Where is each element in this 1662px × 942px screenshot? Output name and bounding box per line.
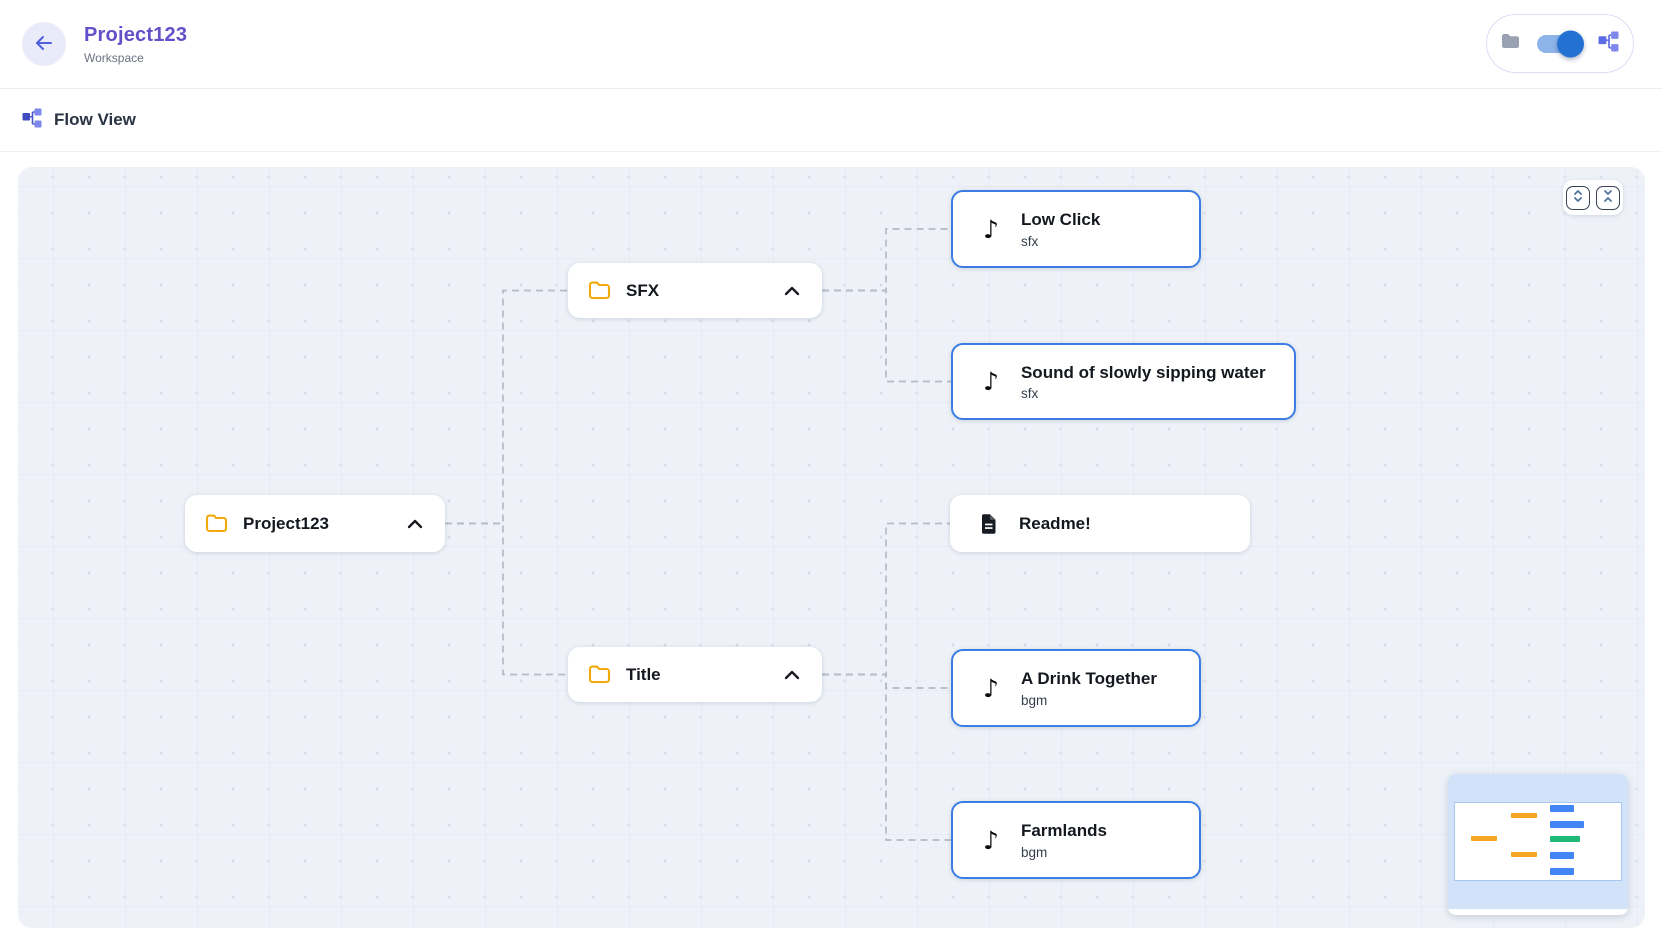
edge-title-to-farmlands xyxy=(822,673,951,841)
node-farmlands[interactable]: ♪ Farmlands bgm xyxy=(951,801,1201,879)
minimap-bar-sfx xyxy=(1511,813,1537,818)
minimap-bar-farmlands xyxy=(1550,868,1574,875)
minimap-bar-readme xyxy=(1550,836,1580,842)
page-subtitle: Workspace xyxy=(84,50,144,65)
node-project123[interactable]: Project123 xyxy=(185,495,445,552)
edge-project123-to-sfx xyxy=(445,289,568,525)
node-sublabel: sfx xyxy=(1020,233,1039,249)
folder-icon xyxy=(1501,33,1520,54)
view-mode-toggle-group xyxy=(1486,14,1634,73)
chevron-up-icon[interactable] xyxy=(784,670,800,680)
node-a-drink-together[interactable]: ♪ A Drink Together bgm xyxy=(951,649,1201,727)
music-note-icon: ♪ xyxy=(983,673,999,703)
node-sublabel: sfx xyxy=(1020,386,1039,402)
view-title: Flow View xyxy=(54,110,136,129)
view-mode-switch[interactable] xyxy=(1537,30,1584,57)
flow-icon xyxy=(1598,31,1619,57)
arrow-left-icon xyxy=(33,32,55,57)
switch-knob xyxy=(1557,30,1584,57)
minimap-bar-sound-of-slowly-sipping-water xyxy=(1550,821,1584,828)
back-button[interactable] xyxy=(22,22,66,66)
node-label: A Drink Together xyxy=(1020,669,1157,689)
folder-icon xyxy=(588,665,611,684)
app-header: Project123 Workspace xyxy=(0,0,1662,89)
chevron-up-icon[interactable] xyxy=(784,286,800,296)
node-readme[interactable]: Readme! xyxy=(950,495,1250,552)
expand-all-button[interactable] xyxy=(1566,185,1590,210)
music-note-icon: ♪ xyxy=(983,825,999,855)
node-label: Sound of slowly sipping water xyxy=(1020,362,1266,382)
node-label: Low Click xyxy=(1020,210,1101,230)
flow-icon xyxy=(22,108,42,133)
fold-icon xyxy=(1601,189,1615,206)
minimap-bar-low-click xyxy=(1550,805,1574,812)
minimap-viewport xyxy=(1454,802,1622,881)
edge-sfx-to-sound-of-slowly-sipping-water xyxy=(822,289,951,383)
flow-controls xyxy=(1563,180,1623,215)
edges-layer xyxy=(445,228,951,841)
node-low-click[interactable]: ♪ Low Click sfx xyxy=(951,190,1201,268)
document-icon xyxy=(980,513,997,534)
node-label: SFX xyxy=(626,280,660,300)
node-label: Farmlands xyxy=(1020,821,1107,841)
unfold-icon xyxy=(1571,189,1585,206)
node-sublabel: bgm xyxy=(1020,844,1048,860)
edge-title-to-readme xyxy=(822,522,950,676)
canvas-margin: Project123 SFX Title ♪ Low Click sfx ♪ Sound of… xyxy=(0,152,1662,942)
flow-view-bar: Flow View xyxy=(0,89,1662,152)
edge-title-to-a-drink-together xyxy=(822,673,951,689)
node-sound-of-slowly-sipping-water[interactable]: ♪ Sound of slowly sipping water sfx xyxy=(951,343,1296,420)
minimap-bar-a-drink-together xyxy=(1550,852,1574,859)
node-sublabel: bgm xyxy=(1020,692,1048,708)
minimap-bar-title xyxy=(1511,852,1537,857)
minimap-bar-project123 xyxy=(1471,836,1497,841)
music-note-icon: ♪ xyxy=(983,214,999,244)
flow-canvas[interactable]: Project123 SFX Title ♪ Low Click sfx ♪ Sound of… xyxy=(18,167,1645,928)
edge-project123-to-title xyxy=(445,522,568,676)
collapse-all-button[interactable] xyxy=(1596,185,1620,210)
node-label: Readme! xyxy=(1019,513,1091,533)
music-note-icon: ♪ xyxy=(983,367,999,396)
edge-sfx-to-low-click xyxy=(822,228,951,292)
node-label: Title xyxy=(626,664,661,684)
page-title: Project123 xyxy=(84,23,188,46)
folder-icon xyxy=(588,281,611,300)
node-sfx[interactable]: SFX xyxy=(568,263,822,318)
chevron-up-icon[interactable] xyxy=(407,519,423,529)
folder-icon xyxy=(205,514,228,533)
node-label: Project123 xyxy=(243,513,329,533)
minimap[interactable] xyxy=(1448,774,1628,915)
node-title[interactable]: Title xyxy=(568,647,822,702)
